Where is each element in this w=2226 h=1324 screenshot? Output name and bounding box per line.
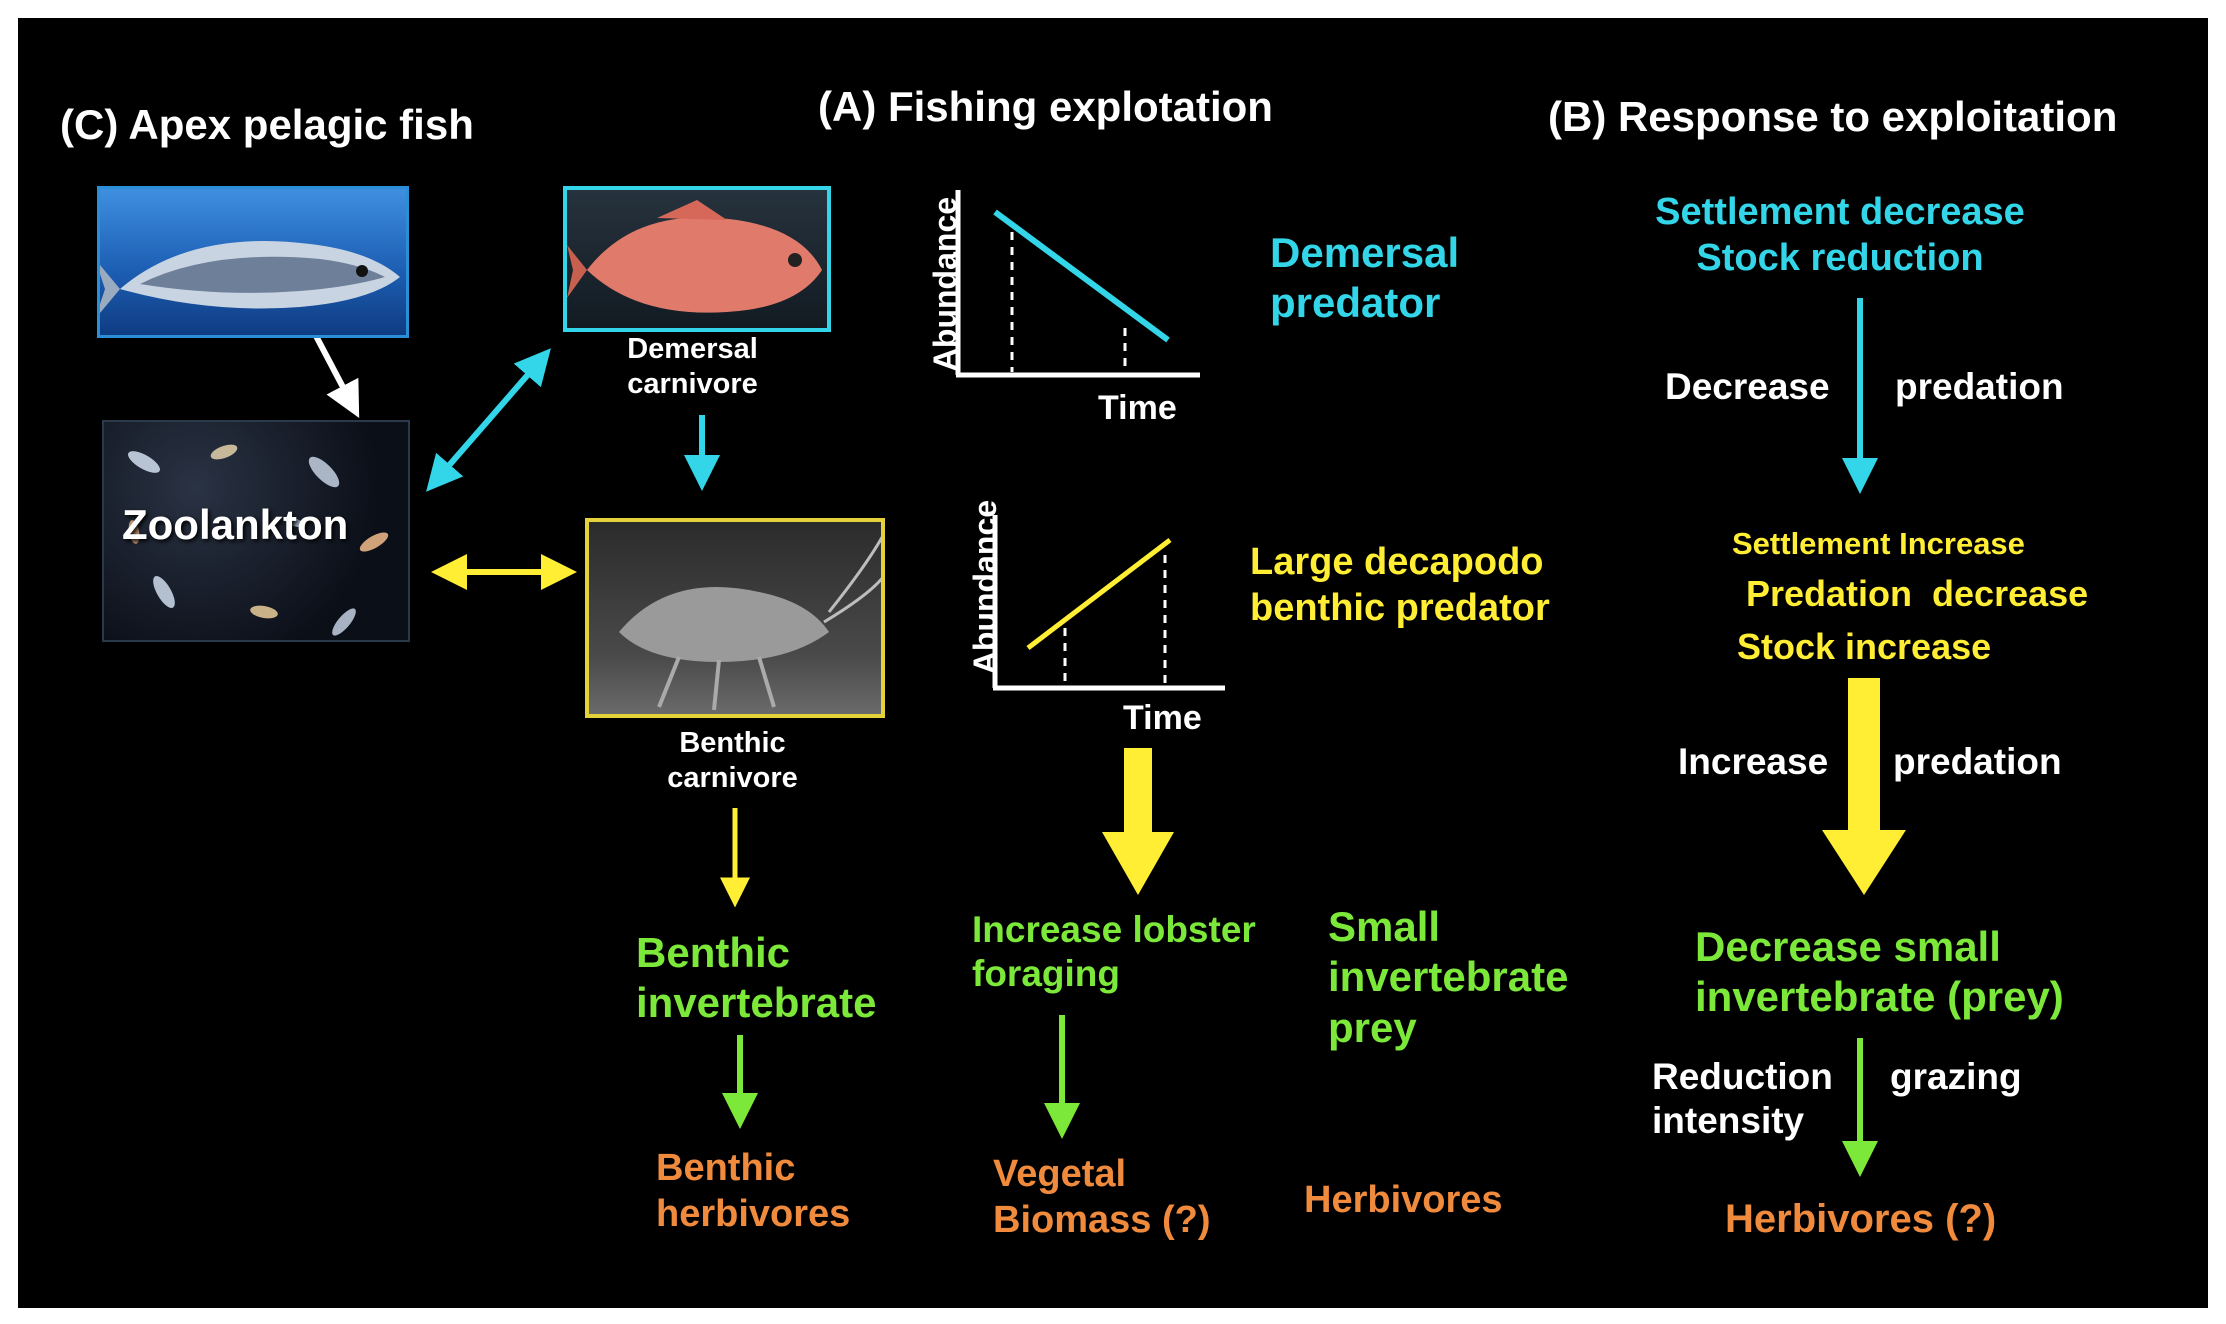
label-predation-2: predation xyxy=(1893,741,2062,782)
lobster-photo xyxy=(585,518,885,718)
trend-line-increasing xyxy=(1026,538,1172,650)
heading-apex-pelagic-fish: (C) Apex pelagic fish xyxy=(60,101,474,148)
graph-benthic-ylabel: Abundance xyxy=(966,499,1003,675)
graph-demersal-xlabel: Time xyxy=(1098,389,1177,427)
graph-demersal xyxy=(955,190,1200,378)
label-stock-increase: Stock increase xyxy=(1737,626,1992,667)
label-vegetal-biomass: Vegetal Biomass (?) xyxy=(993,1153,1211,1241)
label-benthic-carnivore: Benthic carnivore xyxy=(667,727,798,794)
tuna-photo xyxy=(97,186,409,338)
label-demersal-carnivore: Demersal carnivore xyxy=(627,333,758,400)
label-increase-lobster-foraging: Increase lobster foraging xyxy=(972,909,1256,995)
heading-fishing-exploitation: (A) Fishing explotation xyxy=(818,83,1273,130)
label-large-decapod-predator: Large decapodo benthic predator xyxy=(1250,541,1550,629)
arrow-big-yellow-response xyxy=(1822,678,1906,895)
label-herbivores-response: Herbivores (?) xyxy=(1725,1197,1997,1241)
graph-demersal-ylabel: Abundance xyxy=(926,196,963,372)
label-decrease-small-invertebrate: Decrease small invertebrate (prey) xyxy=(1695,923,2064,1021)
label-reduction-intensity: Reduction intensity xyxy=(1652,1056,1833,1142)
label-settlement-increase: Settlement Increase xyxy=(1732,526,2025,561)
label-small-invertebrate-prey: Small invertebrate prey xyxy=(1328,903,1569,1051)
zooplankton-photo: Zoolankton xyxy=(102,420,410,642)
label-herbivores-fishing: Herbivores xyxy=(1304,1179,1503,1221)
graph-benthic xyxy=(992,515,1225,691)
label-benthic-invertebrate: Benthic invertebrate xyxy=(636,929,877,1027)
zooplankton-label: Zoolankton xyxy=(122,501,349,548)
trend-line-decreasing xyxy=(993,209,1170,343)
label-benthic-herbivores: Benthic herbivores xyxy=(656,1147,851,1235)
label-decrease: Decrease xyxy=(1665,366,1830,407)
label-predation-decrease: Predation decrease xyxy=(1746,573,2089,614)
label-increase: Increase xyxy=(1678,741,1829,782)
label-settlement-decrease: Settlement decrease Stock reduction xyxy=(1655,191,2025,279)
label-predation-1: predation xyxy=(1895,366,2064,407)
label-grazing: grazing xyxy=(1890,1056,2022,1097)
arrow-zooplankton-demersal xyxy=(426,348,551,492)
heading-response-to-exploitation: (B) Response to exploitation xyxy=(1548,93,2118,140)
label-demersal-predator: Demersal predator xyxy=(1270,229,1460,327)
red-snapper-photo xyxy=(563,186,831,332)
graph-benthic-xlabel: Time xyxy=(1123,699,1202,737)
arrow-big-yellow-fishing xyxy=(1102,748,1174,895)
